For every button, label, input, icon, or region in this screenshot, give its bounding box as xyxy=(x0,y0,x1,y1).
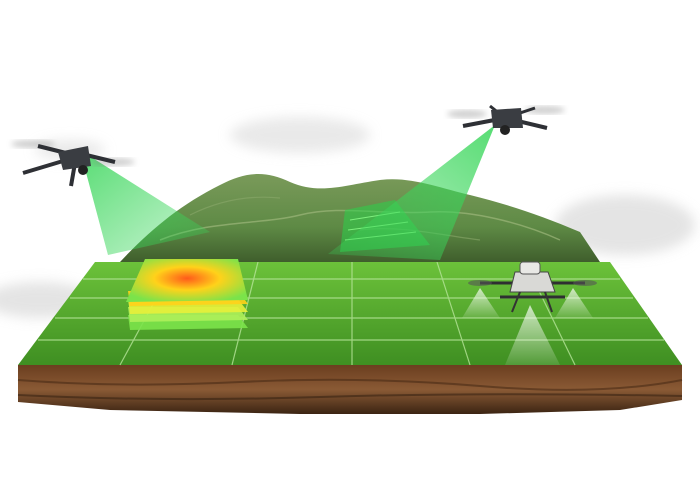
scan-beam-left xyxy=(80,150,210,255)
heatmap-layers xyxy=(126,259,248,330)
heatmap-top-layer xyxy=(126,259,248,302)
survey-drone-left xyxy=(11,140,135,187)
survey-drone-icon xyxy=(447,104,565,135)
spray-drone xyxy=(462,261,597,365)
soil-block xyxy=(17,365,683,414)
spray-drone-icon xyxy=(468,261,597,313)
survey-drone-icon xyxy=(11,140,135,187)
cloud xyxy=(555,195,695,255)
cloud xyxy=(230,117,370,153)
scan-beam-right xyxy=(328,125,495,260)
survey-drone-right xyxy=(447,104,565,135)
